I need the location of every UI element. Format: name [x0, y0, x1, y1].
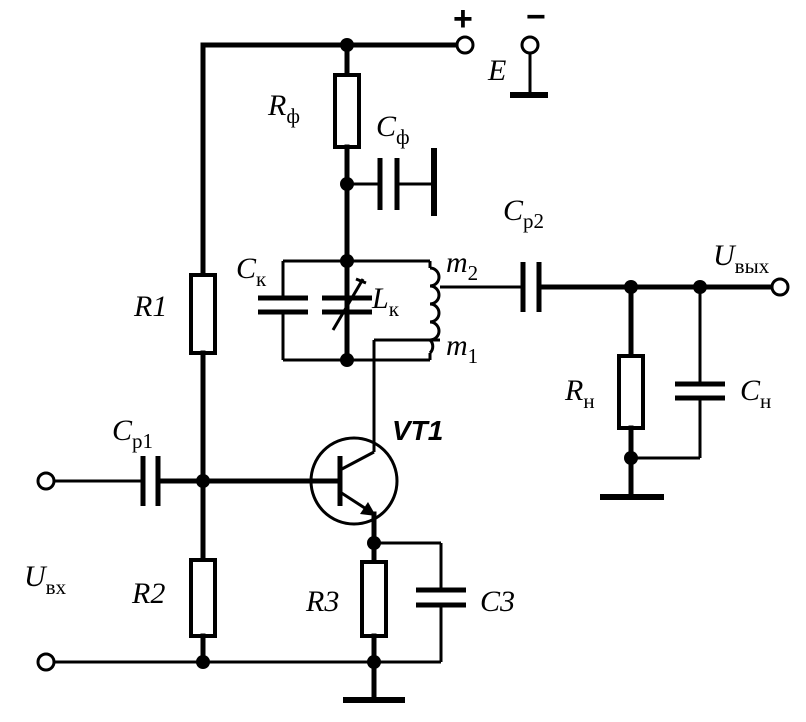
uin-label: Uвх	[24, 560, 67, 599]
junction-dots	[196, 38, 707, 669]
resistor-rn	[617, 354, 645, 430]
r3-label: R3	[305, 585, 339, 618]
cf-label: Cф	[376, 110, 410, 149]
load-network	[600, 284, 725, 500]
supply-rail	[200, 42, 458, 278]
resistor-r2	[189, 558, 217, 638]
tank-wiring	[281, 259, 432, 362]
ck-label: Cк	[236, 252, 267, 291]
rf-label: Rф	[267, 89, 300, 128]
capacitor-c3	[374, 541, 466, 664]
variable-capacitor-tank	[322, 258, 372, 363]
plus-sign: +	[453, 0, 473, 38]
r1-label: R1	[133, 290, 167, 323]
rn-label: Rн	[564, 374, 595, 413]
lk-label: Lк	[371, 282, 400, 321]
m1-label: m1	[446, 329, 478, 368]
cp1-label: Cр1	[112, 414, 153, 453]
collector-wire	[372, 338, 440, 452]
resistor-rf	[333, 73, 361, 149]
supply-e-label: E	[487, 54, 506, 87]
vt1-label: VT1	[392, 415, 443, 446]
supply-minus-terminal[interactable]	[510, 35, 548, 98]
r2-label: R2	[131, 577, 165, 610]
capacitor-ck	[258, 295, 308, 315]
supply-plus-terminal[interactable]	[455, 35, 475, 55]
m2-label: m2	[446, 246, 478, 285]
transistor-vt1	[309, 436, 399, 526]
cp2-label: Cр2	[503, 194, 544, 233]
input-ground-terminal[interactable]	[36, 652, 56, 672]
minus-sign: −	[526, 0, 546, 36]
resistor-r1	[189, 273, 217, 355]
cn-label: Cн	[740, 374, 771, 413]
c3-label: C3	[480, 585, 515, 618]
uout-label: Uвых	[713, 239, 770, 278]
input-terminal[interactable]	[36, 471, 56, 491]
output-terminal[interactable]	[770, 277, 790, 297]
resistor-r3	[360, 560, 388, 638]
capacitor-cf	[347, 148, 437, 216]
